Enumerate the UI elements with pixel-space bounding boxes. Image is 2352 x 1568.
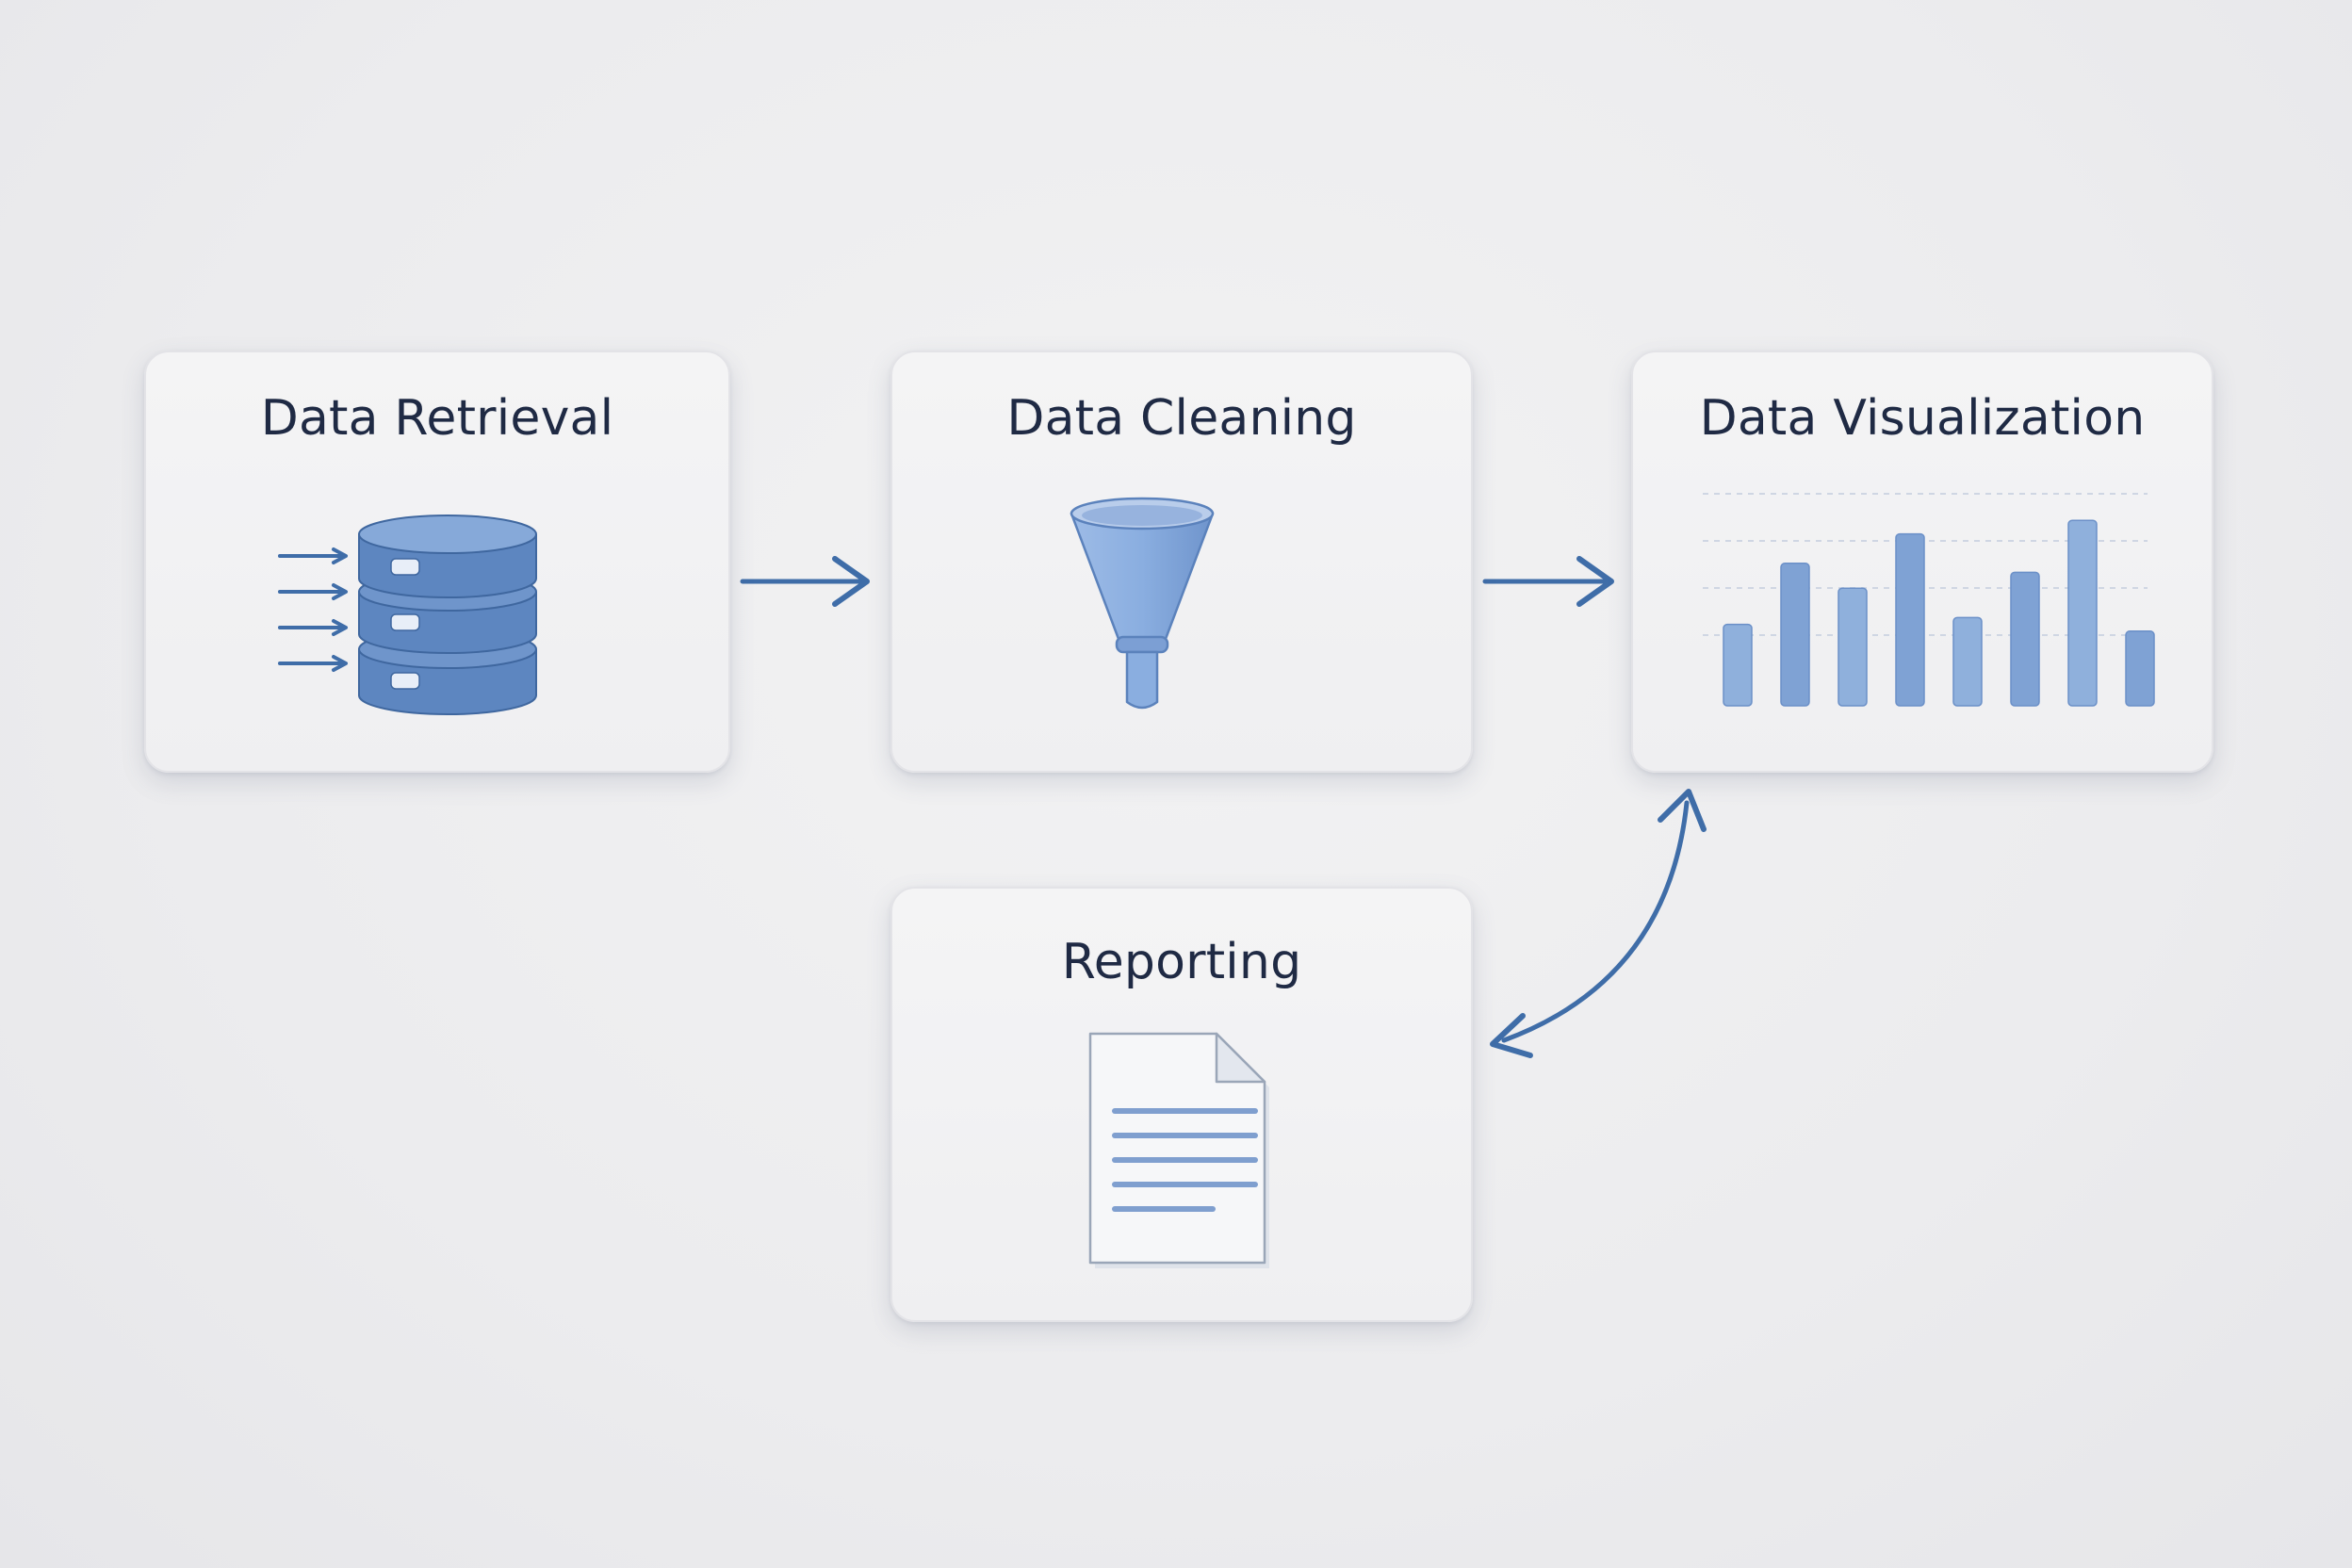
viz-bar bbox=[2067, 519, 2098, 707]
database-icon bbox=[278, 514, 537, 715]
viz-bar bbox=[1780, 563, 1810, 707]
node-title: Data Retrieval bbox=[260, 390, 614, 447]
viz-bar bbox=[1723, 623, 1753, 707]
node-data-visualization[interactable]: Data Visualization bbox=[1631, 351, 2213, 773]
arrow-cleaning-to-visualization bbox=[1482, 556, 1614, 607]
viz-bar bbox=[2010, 571, 2040, 707]
viz-bar bbox=[1895, 532, 1925, 707]
node-reporting[interactable]: Reporting bbox=[890, 887, 1473, 1322]
node-title: Data Visualization bbox=[1699, 390, 2146, 447]
node-data-retrieval[interactable]: Data Retrieval bbox=[144, 351, 730, 773]
arrow-retrieval-to-cleaning bbox=[740, 556, 870, 607]
arrow-visualization-reporting-bidirectional bbox=[1490, 789, 1707, 1058]
viz-bar bbox=[1952, 616, 1983, 707]
document-icon bbox=[1088, 1032, 1269, 1268]
node-data-cleaning[interactable]: Data Cleaning bbox=[890, 351, 1473, 773]
bar-chart-icon bbox=[1703, 493, 2155, 707]
node-title: Reporting bbox=[1061, 934, 1302, 990]
viz-bar bbox=[1838, 587, 1868, 707]
node-title: Data Cleaning bbox=[1006, 390, 1357, 447]
funnel-icon bbox=[1070, 497, 1215, 710]
viz-bar bbox=[2125, 630, 2155, 707]
